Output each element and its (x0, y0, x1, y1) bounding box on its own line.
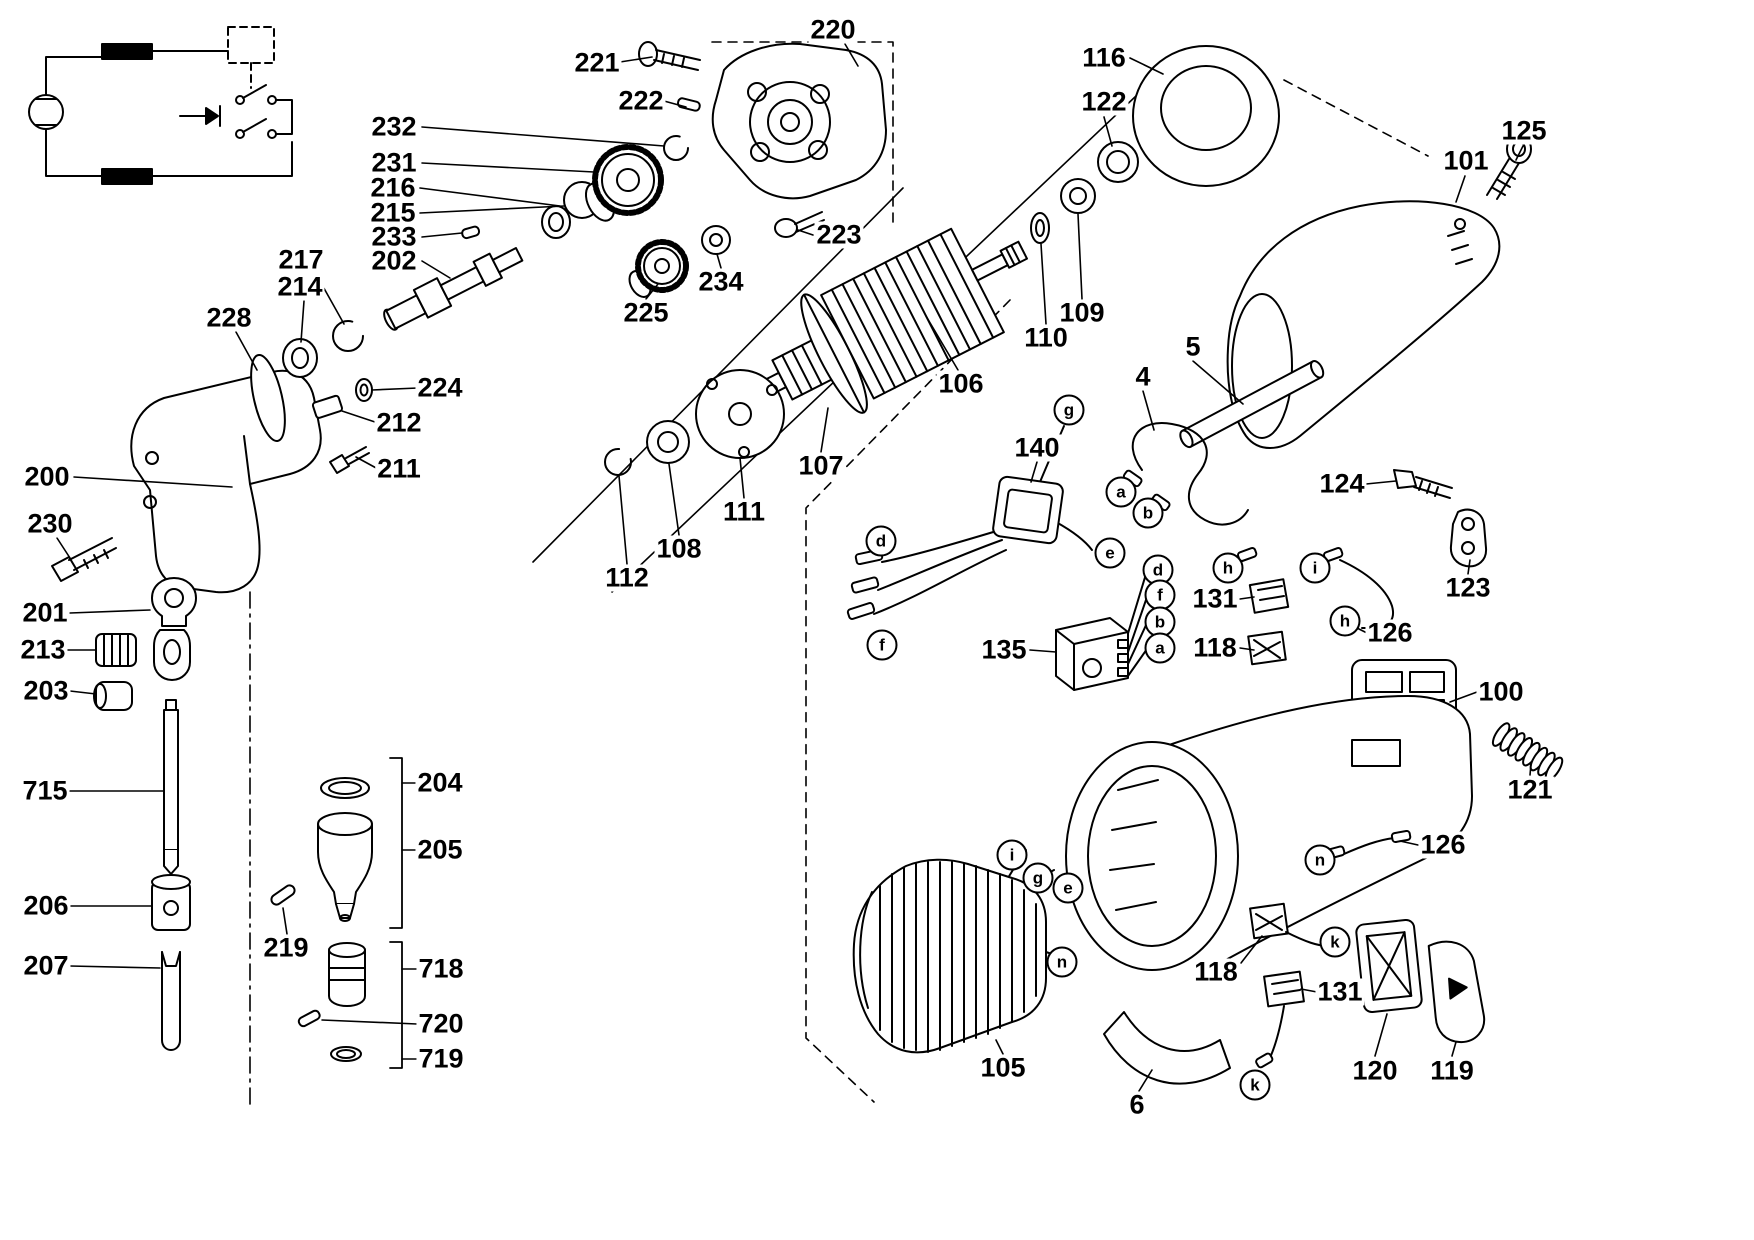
brush-cap-120-drawing (1355, 919, 1423, 1013)
gear-case-220-drawing (711, 42, 887, 200)
cover-119-drawing (1427, 940, 1486, 1044)
field-ring-116-drawing (1132, 45, 1280, 187)
switch-135-drawing (1055, 573, 1148, 691)
screw-223-drawing (774, 211, 825, 238)
washer-224-drawing (355, 378, 373, 402)
brush-holder-131b-drawing (1255, 970, 1305, 1069)
bearing-109-drawing (1060, 178, 1096, 214)
ring-232-drawing (663, 135, 689, 161)
baffle-111-drawing (695, 369, 785, 459)
field-coil-105-drawing (852, 849, 1065, 1054)
sleeve-212-drawing (311, 394, 344, 419)
brush-holder-131a-drawing (1248, 578, 1290, 614)
cover-strip-6-drawing (1103, 1011, 1231, 1085)
clip-123-drawing (1449, 508, 1488, 568)
ring-216-drawing (541, 205, 571, 239)
motor-housing-101-drawing (1226, 200, 1501, 449)
screw-230-drawing (51, 537, 117, 582)
pin-219-drawing (270, 884, 296, 906)
shaft-715-drawing (163, 699, 179, 875)
sleeve-203-drawing (93, 681, 133, 711)
o-ring-204-drawing (320, 777, 370, 799)
screw-124-drawing (1393, 469, 1453, 499)
screw-125-drawing (1486, 134, 1532, 200)
angle-head-drawing (130, 354, 322, 594)
shaft-5-drawing (1179, 360, 1325, 449)
pin-222-drawing (676, 97, 701, 112)
snap-ring-217-drawing (332, 320, 364, 352)
holder-207-drawing (161, 951, 181, 1051)
module-140-drawing (846, 425, 1093, 620)
gear-231-drawing (584, 144, 664, 222)
connector-h1-drawing (1237, 547, 1258, 562)
wiring-schematic-drawing (28, 26, 293, 185)
screw-221-drawing (638, 41, 701, 71)
snap-ring-112-drawing (604, 448, 632, 476)
bearing-214-drawing (282, 338, 318, 378)
main-housing-100-drawing (1065, 659, 1473, 971)
nosepiece-205-drawing (317, 812, 373, 922)
knurled-nut-213-drawing (95, 633, 137, 667)
bevel-gear-225-drawing (628, 239, 689, 298)
spring-121-drawing (1491, 722, 1564, 782)
bearing-122-drawing (1097, 141, 1139, 183)
key-233-drawing (461, 225, 481, 240)
coupling-206-drawing (151, 874, 191, 931)
washer-110-drawing (1030, 212, 1050, 244)
ring-719-drawing (330, 1046, 362, 1062)
brush-118a-drawing (1247, 630, 1287, 666)
bearing-108-drawing (646, 420, 690, 464)
pin-720-drawing (297, 1009, 321, 1028)
spindle-202-drawing (383, 247, 524, 331)
screw-211-drawing (329, 446, 370, 474)
swivel-201-drawing (151, 577, 197, 681)
leader-lines (56, 43, 1532, 1092)
group-brackets (389, 757, 403, 1069)
wire-126a-drawing (1323, 547, 1394, 629)
bearing-234-drawing (701, 225, 731, 255)
piston-718-drawing (328, 942, 366, 1007)
